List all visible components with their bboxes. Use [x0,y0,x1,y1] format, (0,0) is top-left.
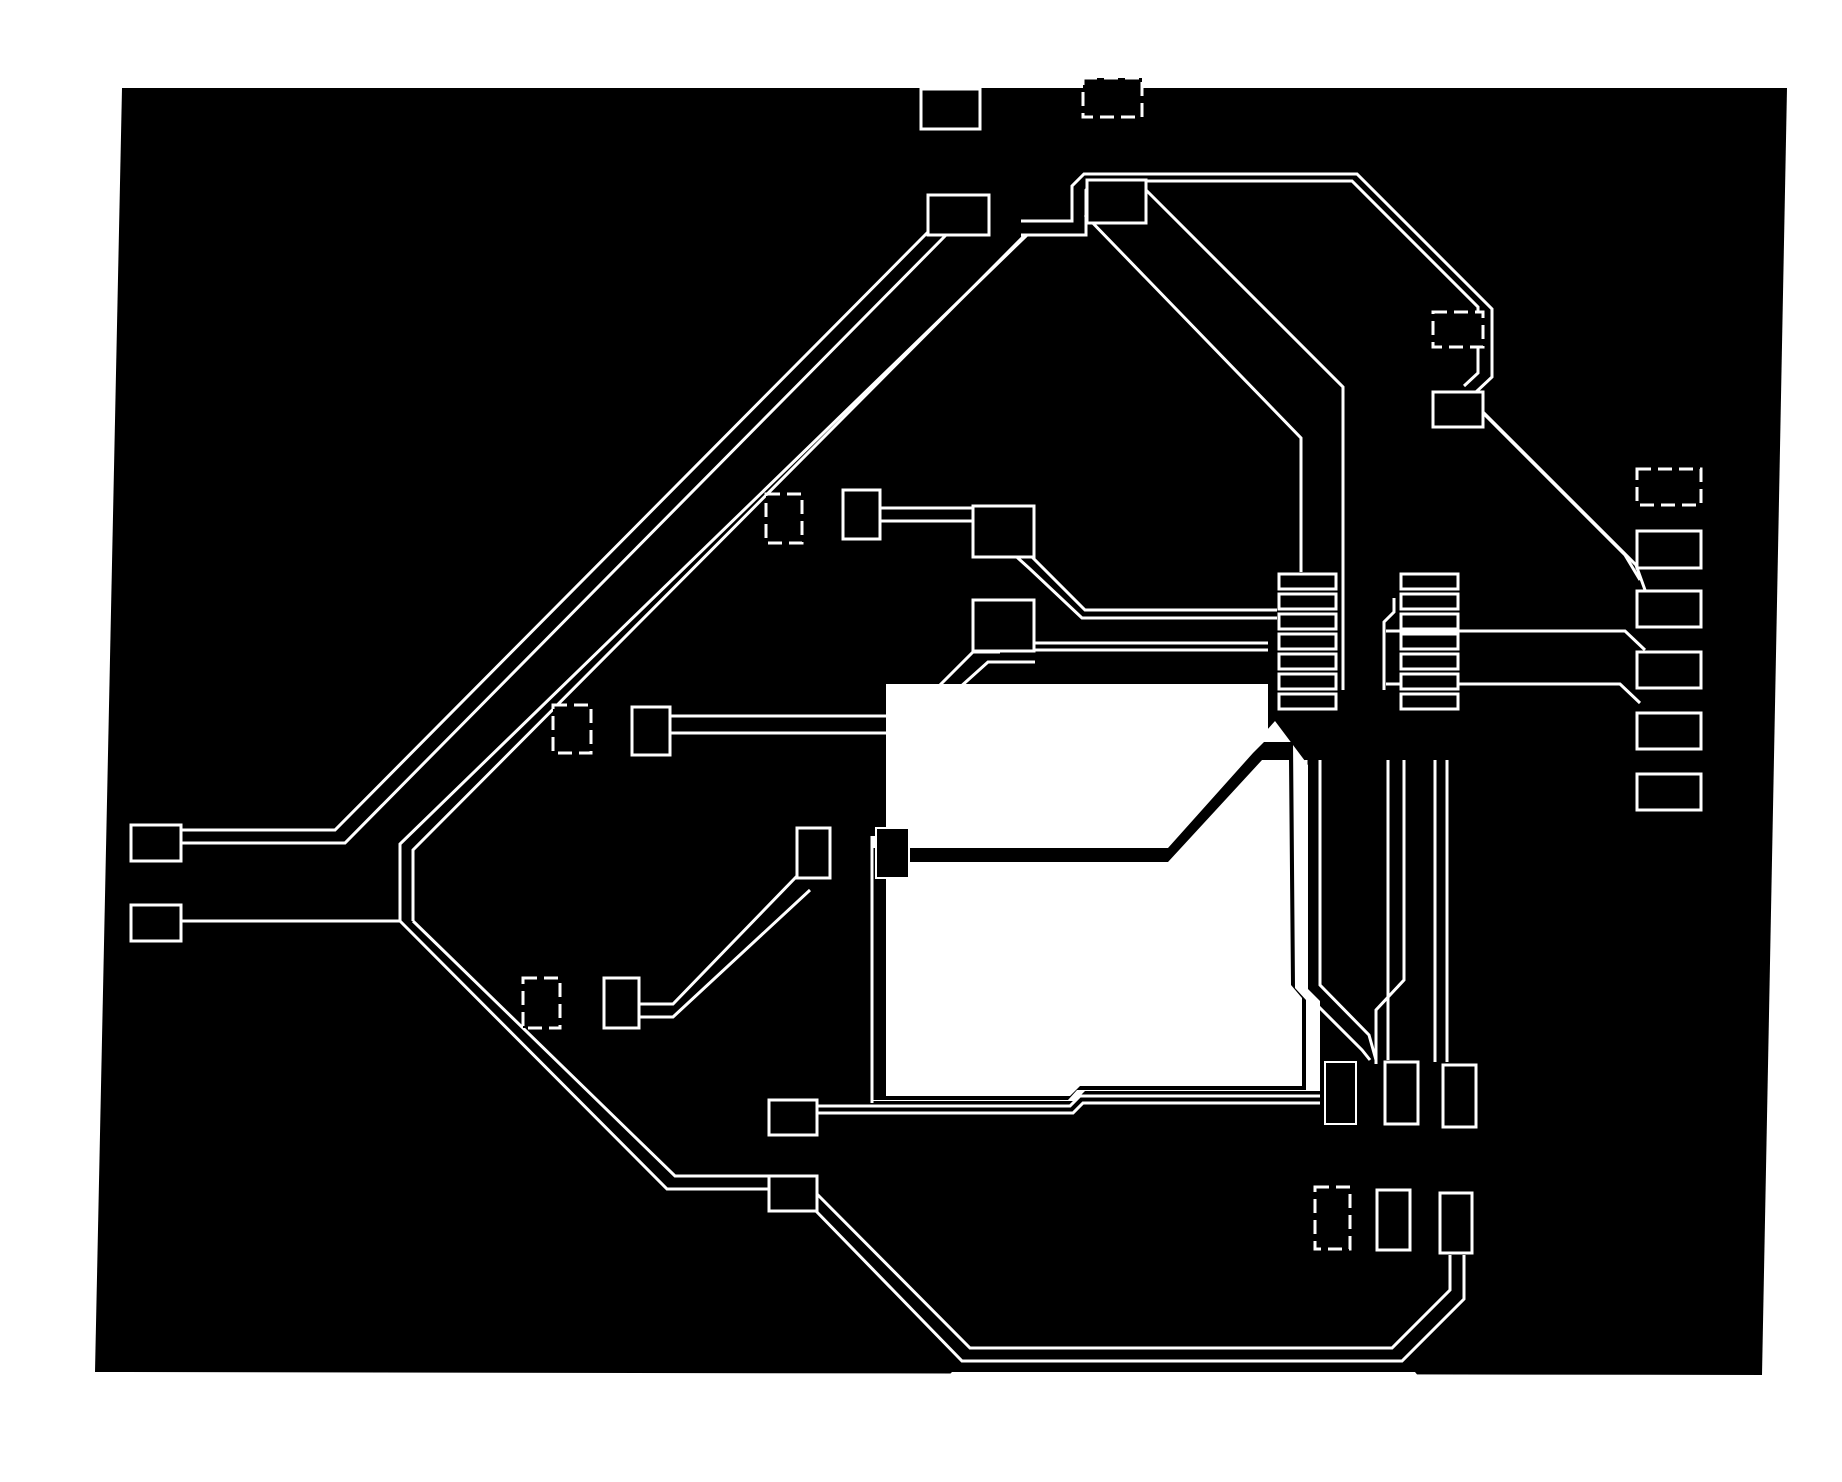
pad-bot-a [1324,1061,1357,1125]
pad-r-b [1431,390,1485,429]
pad-top-c [926,193,991,237]
ic-left-pin-1 [1277,572,1338,591]
pad-low-b [767,1174,819,1213]
trace-octo-bot2 [812,1189,1452,1350]
ic-left-pin-4 [1277,632,1338,651]
ic-left-pin-3 [1277,612,1338,631]
board-bottom-notch [946,1372,1420,1378]
ic-right-pin-5 [1399,652,1460,671]
ic-left-pin-7 [1277,692,1338,711]
pad-r-a [1431,310,1485,349]
pad-hdr-3 [1635,589,1703,629]
trace-lower-pad2 [814,1101,1320,1115]
ic-right-pin-3 [1399,612,1460,631]
trace-vcc-2 [1144,188,1345,690]
pad-left-hdr-2 [129,903,183,943]
ic-left-pin-6 [1277,672,1338,691]
pad-top-a [919,87,982,131]
pad-bot-e [1375,1188,1412,1252]
trace-hdr-row1 [1386,629,1647,652]
trace-ic-left1 [1304,760,1372,1061]
ic-right-pin-7 [1399,692,1460,711]
trace-diag-b2 [1021,179,1480,388]
trace-pad-d1 [640,874,799,1006]
pocket-main [886,684,1268,848]
trace-left-col2 [880,519,1277,620]
pad-mid-e [795,826,832,880]
ic-left-pin-2 [1277,592,1338,611]
pad-hdr-6 [1635,772,1703,812]
trace-pad-c2 [670,660,1035,735]
ic-right-pin-4 [1399,632,1460,651]
pad-bot-b [1383,1060,1420,1126]
ic-left-pin-5 [1277,652,1338,671]
pad-mid-f [602,976,641,1030]
pad-bot-d [1313,1185,1352,1251]
trace-pad-d2 [640,888,812,1019]
trace-octo-l1 [398,919,768,1191]
ic-right-pin-2 [1399,592,1460,611]
pad-mid-a-pair [764,492,804,545]
pad-mid-e-black [875,827,910,879]
trace-diag-a1 [180,230,930,832]
trace-diag-c1 [180,233,1029,923]
pad-top-b [1081,76,1144,119]
trace-ic-left2 [1318,760,1378,1061]
pad-mid-d-pair [551,703,593,755]
trace-diag-b1 [1021,172,1494,394]
pad-hdr-2 [1635,529,1703,570]
pad-mid-d [630,705,672,757]
pad-hdr-4 [1635,650,1703,690]
trace-hdr-row2 [1386,682,1642,705]
trace-octo-bot1 [812,1207,1466,1363]
pad-mid-c [971,598,1036,653]
pad-hdr-1 [1635,467,1703,507]
trace-diag-c2 [411,233,1070,921]
trace-ic-top1 [1382,598,1396,690]
trace-ic-right1 [1374,760,1406,1064]
pad-mid-a [841,488,882,541]
pocket-lower [886,760,1302,1096]
pad-hdr-5 [1635,711,1703,751]
pad-left-hdr-1 [129,823,183,863]
trace-vcc-1 [1083,213,1303,572]
pad-mid-f-pair [521,976,562,1030]
pad-bot-c [1441,1063,1478,1129]
pad-mid-b [971,504,1036,559]
ic-right-pin-1 [1399,572,1460,591]
pad-low-a [767,1098,819,1137]
trace-octo-l2 [411,919,768,1178]
trace-lower-pad [814,1094,1320,1108]
trace-diag-a2 [180,231,950,845]
pad-top-d [1085,178,1148,225]
ic-right-pin-6 [1399,672,1460,691]
pad-bot-f [1438,1191,1474,1255]
